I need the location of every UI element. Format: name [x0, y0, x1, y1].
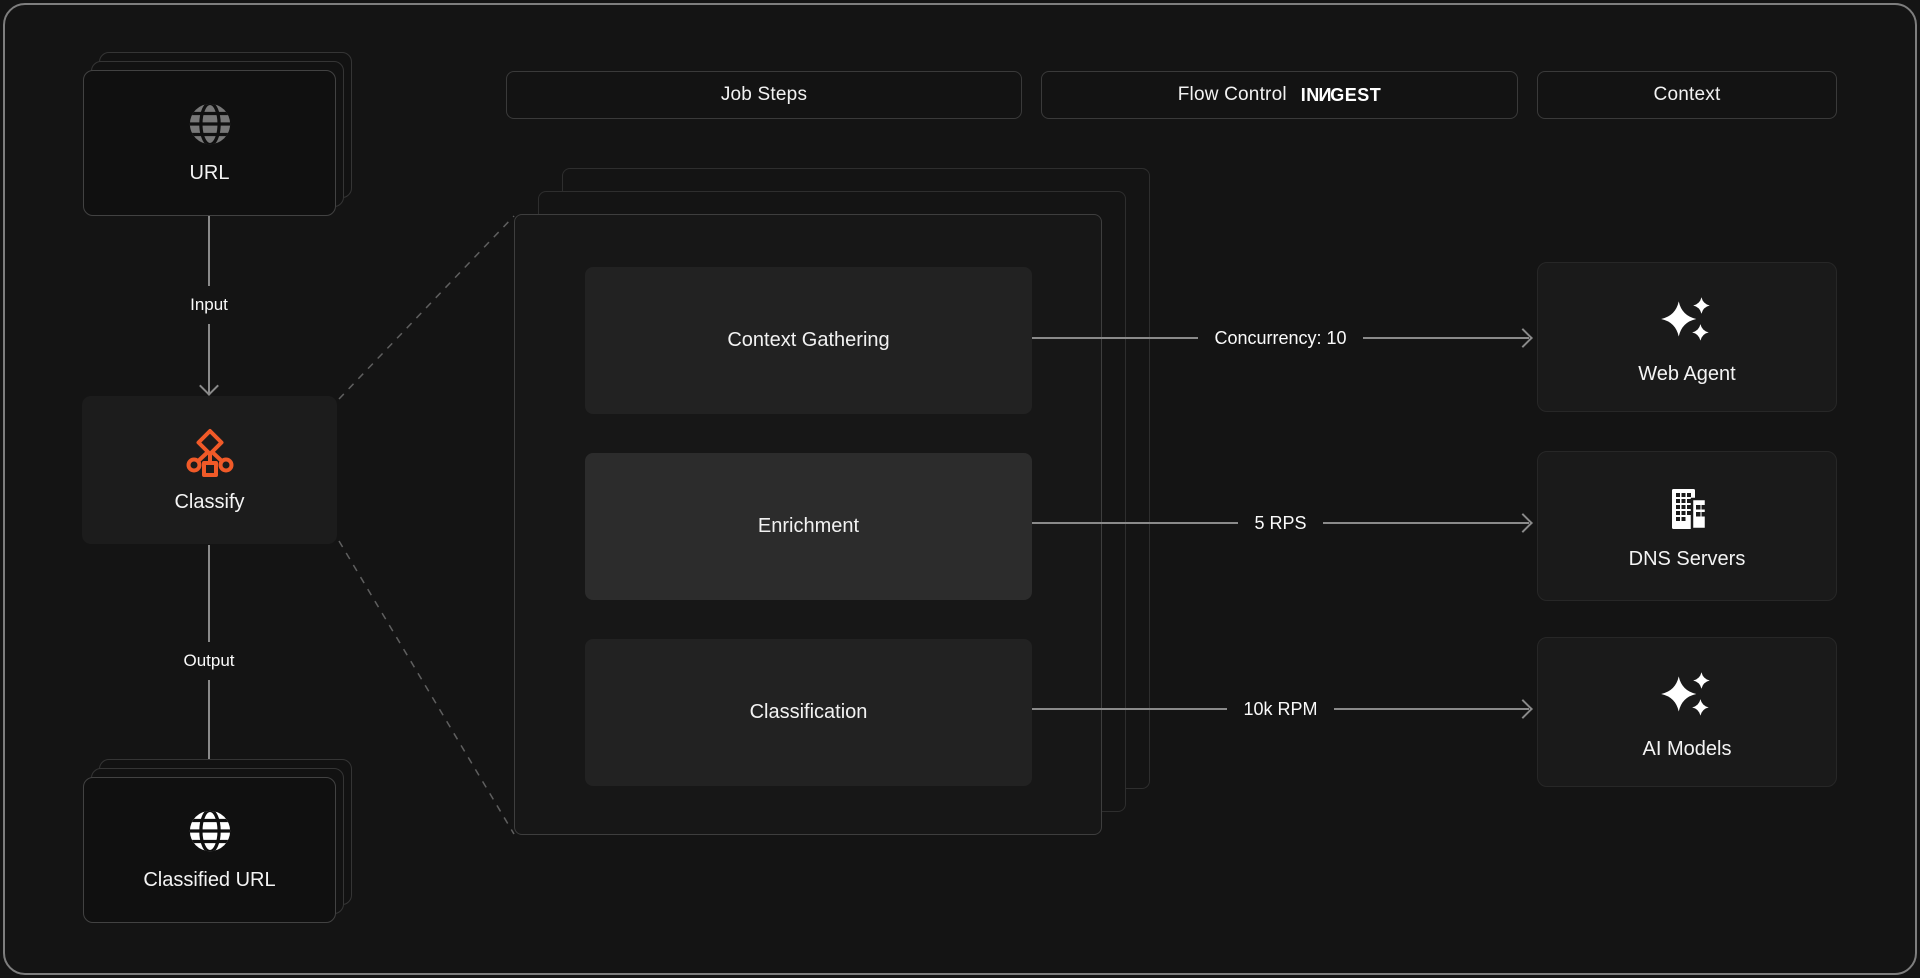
- connector-line: [1333, 707, 1529, 711]
- rpm-edge-label: 10k RPM: [1243, 698, 1318, 719]
- step-context-gathering: Context Gathering: [585, 267, 1032, 414]
- connector-line: [207, 216, 211, 286]
- rps-connector: 5 RPS: [1032, 511, 1533, 535]
- job-steps-header-label: Job Steps: [720, 84, 808, 105]
- connector-line: [1322, 521, 1529, 525]
- url-card-stack: URL: [83, 52, 353, 216]
- globe-icon: [189, 810, 230, 852]
- classified-url-card: Classified URL: [83, 777, 336, 923]
- ai-models-card: AI Models: [1537, 637, 1837, 787]
- concurrency-edge-label: Concurrency: 10: [1214, 327, 1347, 348]
- concurrency-connector: Concurrency: 10: [1032, 326, 1533, 350]
- input-edge-label: Input: [190, 294, 228, 314]
- connector-line: [1032, 521, 1239, 525]
- output-connector: Output: [169, 545, 249, 779]
- output-edge-label: Output: [183, 650, 235, 670]
- step-title: Enrichment: [757, 515, 860, 537]
- url-card-title: URL: [189, 162, 230, 184]
- job-steps-panel: Context Gathering Enrichment Classificat…: [514, 214, 1102, 835]
- classified-url-card-title: Classified URL: [143, 869, 276, 891]
- job-steps-header-pill: Job Steps: [506, 71, 1022, 119]
- classify-card-title: Classify: [174, 491, 245, 513]
- flow-control-header-label: Flow Control: [1177, 84, 1287, 105]
- dns-servers-card: DNS Servers: [1537, 451, 1837, 601]
- inngest-logo: INNGEST: [1300, 84, 1382, 105]
- url-card: URL: [83, 70, 336, 216]
- connector-line: [207, 679, 211, 776]
- dns-servers-card-title: DNS Servers: [1628, 547, 1746, 570]
- flow-control-header-pill: Flow Control INNGEST: [1041, 71, 1518, 119]
- rps-edge-label: 5 RPS: [1254, 512, 1307, 533]
- classified-url-card-stack: Classified URL: [83, 759, 353, 923]
- arrowhead-down-icon: [199, 376, 219, 396]
- arrowhead-right-icon: [1513, 328, 1533, 348]
- arrowhead-right-icon: [1513, 699, 1533, 719]
- connector-line: [1362, 336, 1530, 340]
- context-header-label: Context: [1653, 84, 1721, 105]
- classify-card: Classify: [82, 396, 337, 544]
- connector-line: [1032, 707, 1228, 711]
- input-connector: Input: [169, 216, 249, 396]
- building-icon: [1672, 488, 1708, 530]
- connector-line: [1032, 336, 1199, 340]
- context-header-pill: Context: [1537, 71, 1837, 119]
- step-title: Context Gathering: [727, 329, 890, 351]
- sparkles-icon: [1661, 671, 1710, 716]
- job-steps-panel-stack: Context Gathering Enrichment Classificat…: [514, 168, 1150, 836]
- globe-icon: [189, 103, 230, 145]
- step-classification: Classification: [585, 639, 1032, 786]
- web-agent-card-title: Web Agent: [1638, 362, 1736, 385]
- step-enrichment: Enrichment: [585, 453, 1032, 600]
- web-agent-card: Web Agent: [1537, 262, 1837, 412]
- ai-models-card-title: AI Models: [1642, 737, 1732, 760]
- rpm-connector: 10k RPM: [1032, 697, 1533, 721]
- connector-line: [207, 323, 211, 393]
- branch-tree-icon: [186, 429, 233, 477]
- connector-line: [207, 545, 211, 642]
- arrowhead-right-icon: [1513, 513, 1533, 533]
- sparkles-icon: [1661, 296, 1710, 341]
- step-title: Classification: [749, 701, 868, 723]
